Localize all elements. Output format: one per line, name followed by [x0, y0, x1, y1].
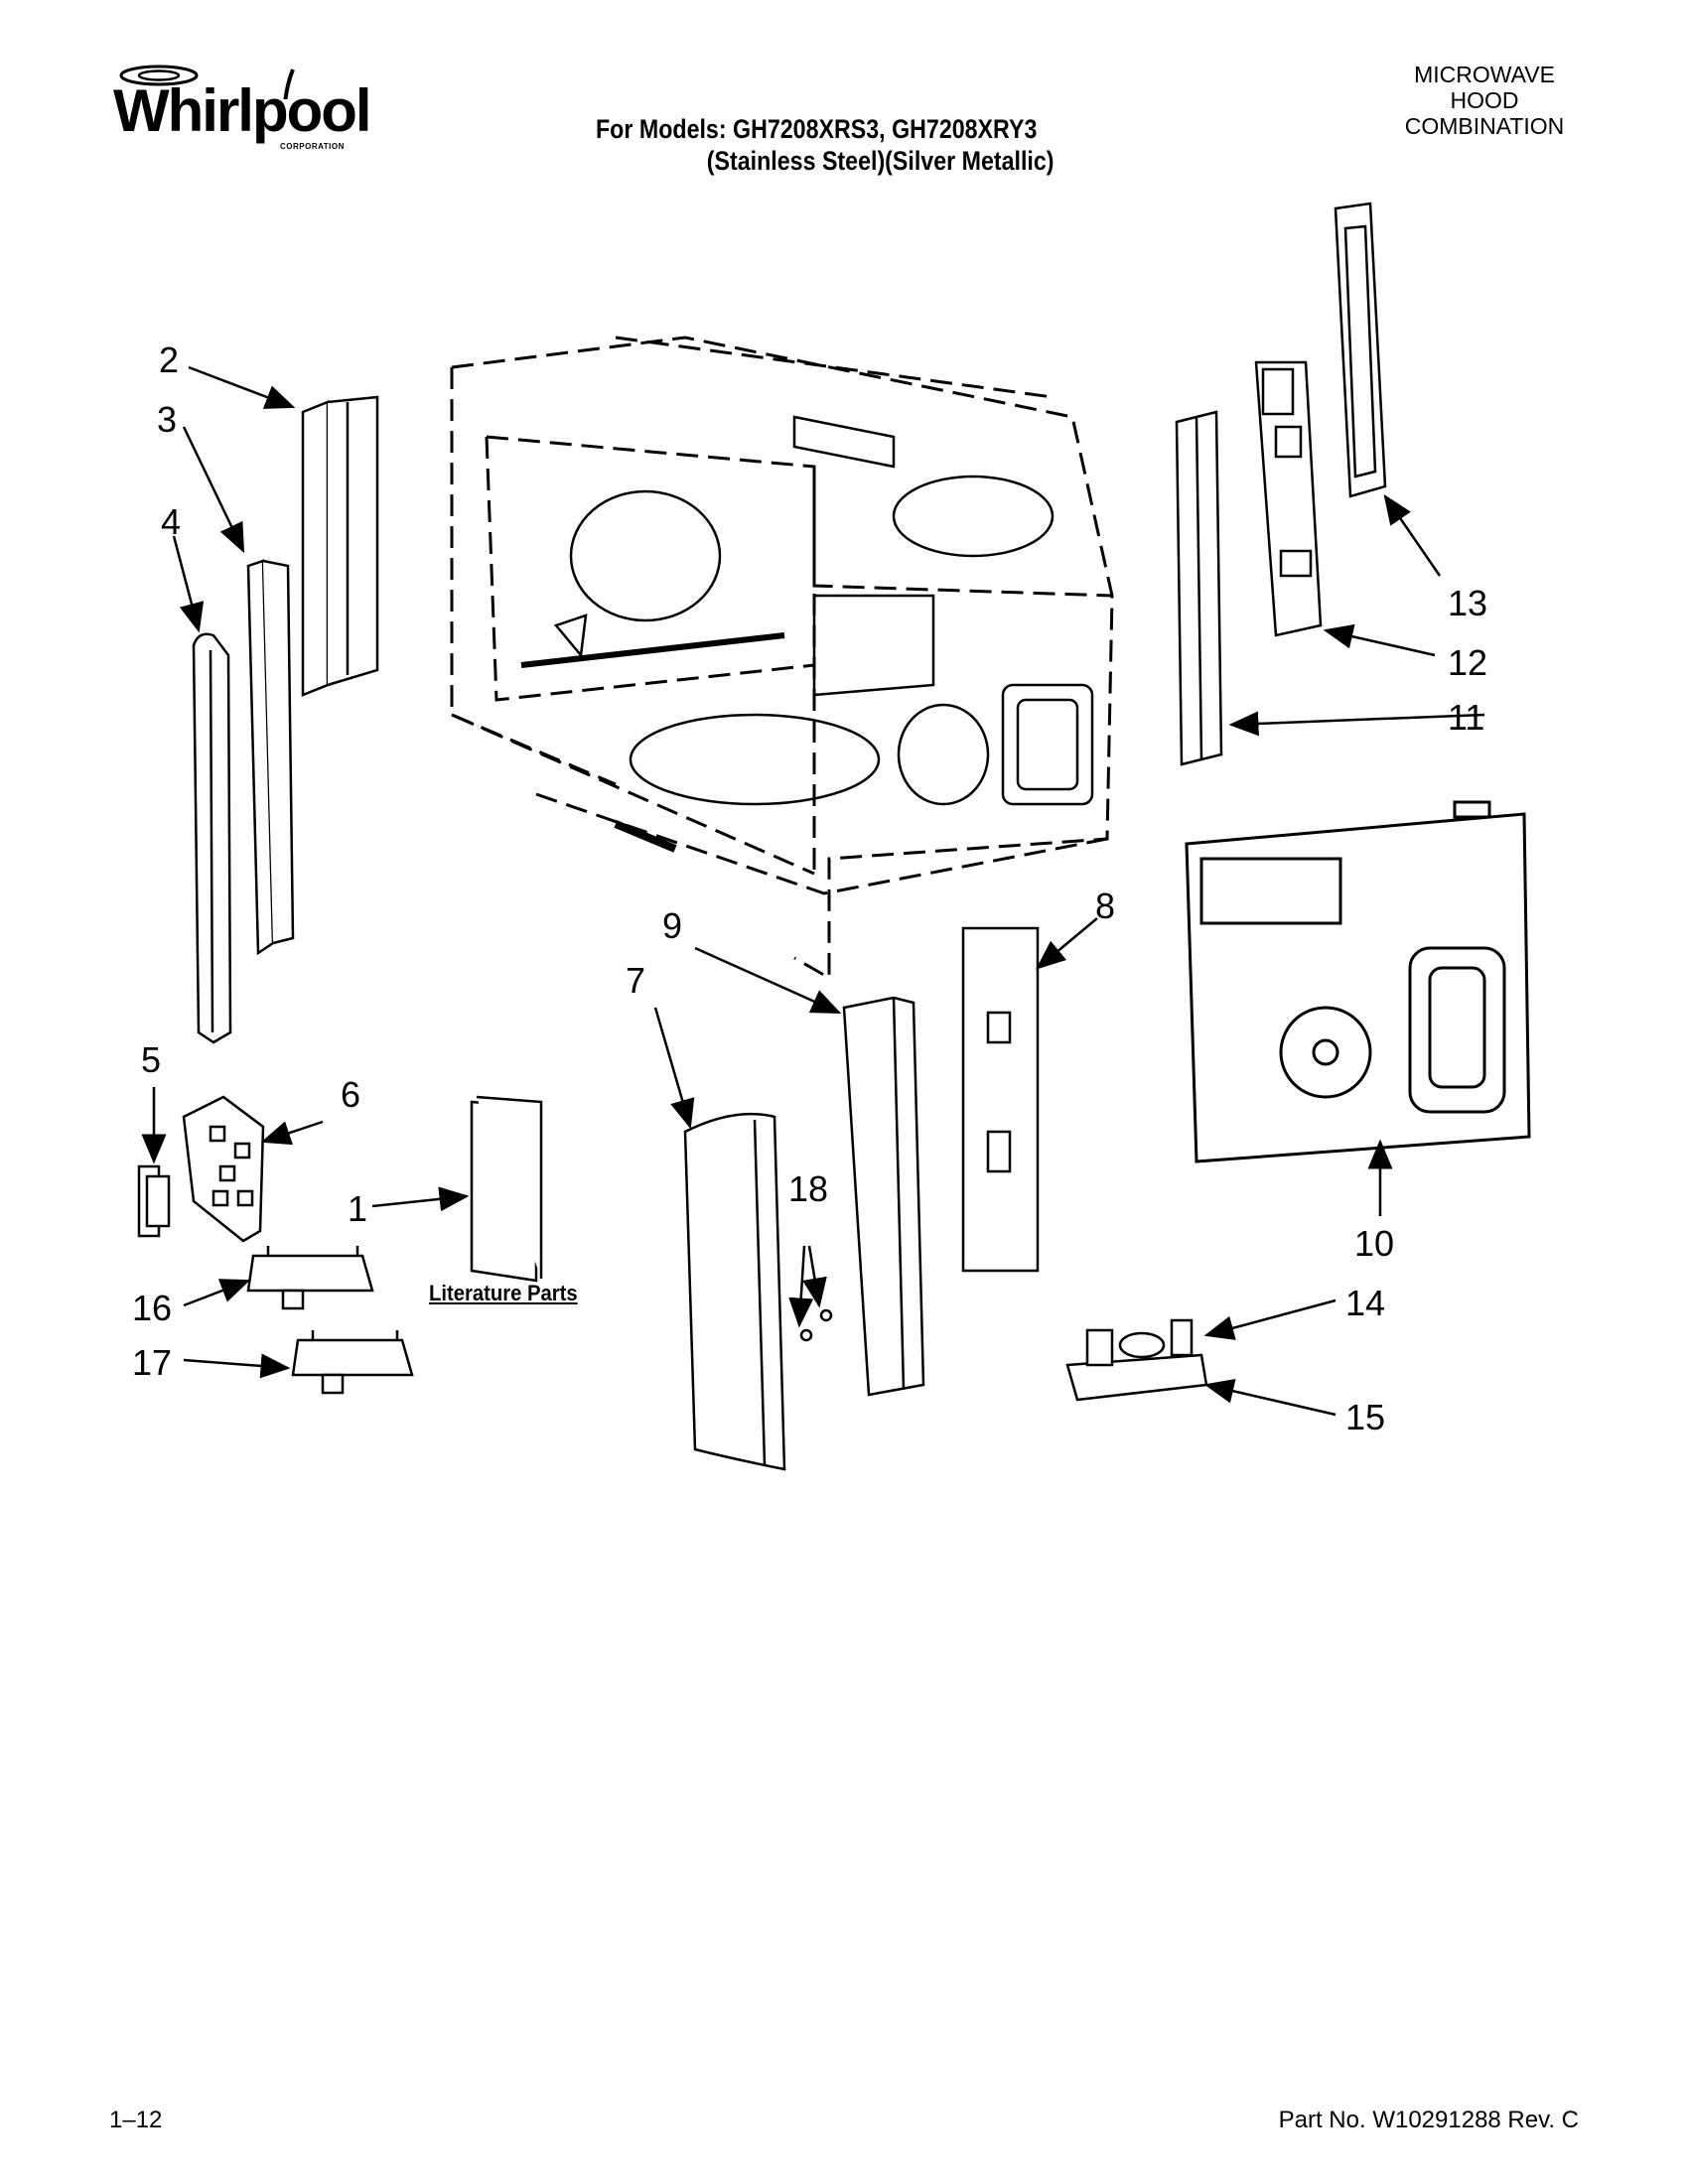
part-8-panel	[961, 926, 1040, 1273]
callout-1: 1	[348, 1188, 367, 1229]
callout-10: 10	[1354, 1223, 1394, 1264]
part-12-board	[1254, 360, 1323, 637]
part-number: Part No. W10291288 Rev. C	[1278, 2107, 1579, 2133]
callout-8: 8	[1095, 886, 1115, 926]
callout-7: 7	[626, 960, 645, 1001]
category-line-3: COMBINATION	[1404, 113, 1565, 139]
callout-17: 17	[132, 1342, 172, 1383]
category-line-1: MICROWAVE	[1414, 62, 1555, 87]
part-17-clip	[291, 1330, 414, 1395]
leader-lines	[141, 365, 1485, 1417]
callout-16: 16	[132, 1288, 172, 1328]
models-line-2: (Stainless Steel)(Silver Metallic)	[706, 146, 1055, 176]
callout-5: 5	[141, 1039, 161, 1080]
whirlpool-logo: Whirlpool CORPORATION	[109, 60, 377, 169]
part-2-bracket	[301, 395, 379, 697]
callout-2: 2	[159, 340, 179, 380]
swirl-icon	[119, 65, 295, 99]
callout-3: 3	[157, 399, 177, 440]
part-5-switch	[137, 1164, 171, 1238]
part-9-channel	[799, 996, 925, 1397]
callout-12: 12	[1448, 642, 1487, 683]
callout-15: 15	[1345, 1397, 1385, 1437]
model-header: For Models: GH7208XRS3, GH7208XRY3 (Stai…	[596, 113, 1055, 177]
cabinet-wrapper	[450, 336, 1114, 981]
part-7-door-trim	[683, 1112, 786, 1471]
category-line-2: HOOD	[1450, 87, 1519, 113]
brand-name: Whirlpool	[113, 77, 372, 144]
brand-corporation: CORPORATION	[280, 142, 345, 151]
callout-11: 11	[1448, 697, 1484, 738]
callout-6: 6	[341, 1074, 360, 1115]
part-6-board	[182, 1095, 265, 1243]
cabinet-details	[520, 415, 1094, 853]
part-11-bracket	[1175, 410, 1223, 766]
part-14-15-assembly	[1065, 1318, 1208, 1402]
part-13-housing	[1334, 202, 1387, 498]
part-3-bracket	[246, 559, 295, 956]
callout-18: 18	[788, 1168, 828, 1209]
part-1-literature	[470, 1095, 543, 1283]
callout-numbers: 2 3 4 5 6 1 16 17 7 9 8 18 13 12 11 10 1…	[132, 340, 1487, 1437]
literature-parts-label: Literature Parts	[429, 1281, 578, 1305]
product-category: MICROWAVE HOOD COMBINATION	[1380, 62, 1589, 139]
callout-9: 9	[662, 905, 682, 946]
models-line-1: For Models: GH7208XRS3, GH7208XRY3	[596, 114, 1038, 144]
part-16-clip	[246, 1246, 374, 1310]
part-4-trim	[192, 632, 232, 1044]
callout-14: 14	[1345, 1283, 1385, 1323]
callout-4: 4	[161, 501, 181, 542]
callout-13: 13	[1448, 583, 1487, 623]
page-number: 1–12	[109, 2107, 163, 2133]
part-10-back-panel	[1185, 800, 1531, 1163]
